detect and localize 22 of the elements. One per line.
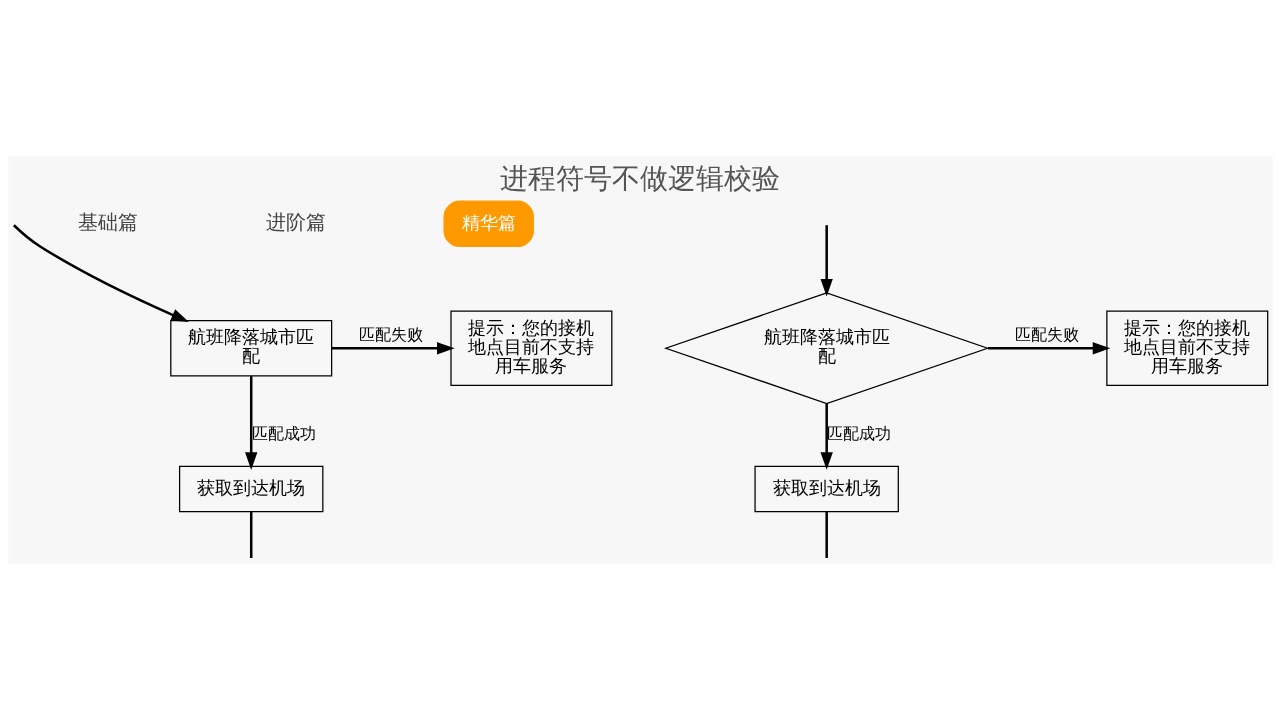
arrow <box>331 342 455 355</box>
node-box: 提示：您的接机地点目前不支持用车服务 <box>1106 310 1269 386</box>
node-box: 获取到达机场 <box>178 465 324 513</box>
connector <box>249 511 253 558</box>
edge-label: 匹配失败 <box>359 324 424 344</box>
node-diamond: 航班降落城市匹配 <box>663 292 990 405</box>
label: 进阶篇 <box>266 209 327 234</box>
edge-label: 匹配成功 <box>251 424 316 444</box>
node-box: 精华篇 <box>443 200 534 248</box>
node-box: 提示：您的接机地点目前不支持用车服务 <box>450 310 613 386</box>
arrow <box>820 225 833 297</box>
connector <box>825 511 828 558</box>
arrow <box>245 376 258 470</box>
arrow <box>820 403 833 470</box>
edge-label: 匹配成功 <box>827 424 892 444</box>
arrow <box>13 224 189 322</box>
node-box: 获取到达机场 <box>754 465 899 513</box>
arrow <box>988 342 1111 355</box>
edge-label: 匹配失败 <box>1015 324 1080 344</box>
diagram-title: 进程符号不做逻辑校验 <box>500 162 781 196</box>
node-box: 航班降落城市匹配 <box>170 319 333 377</box>
label: 基础篇 <box>77 209 138 234</box>
